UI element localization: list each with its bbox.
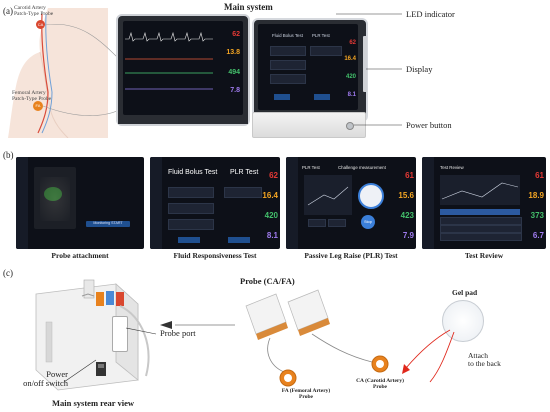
s3-value-1: 61 [405,171,414,180]
fa-badge: FA [33,101,43,111]
panel-b-letter: (b) [3,150,14,160]
callout-lines [336,13,402,126]
probe-port-label: Probe port [160,328,196,338]
main-monitor-side: Fluid Bolus Test PLR Test 62 16.4 420 8.… [252,18,368,122]
s2-value-1: 62 [269,171,278,180]
main-system-label: Main system [224,2,273,12]
screen-probe-attachment: Monitoring START [16,157,144,249]
panel-a-letter: (a) [3,6,13,16]
gel-pad [442,300,484,342]
test-review-title: Test Review [440,165,464,170]
s4-value-1: 61 [535,171,544,180]
ca-badge: CA [36,20,45,29]
stop-button[interactable]: Stop [361,215,375,229]
panel-c-lines [63,321,235,383]
value-3: 494 [228,69,240,76]
plr-timer-dial [358,183,384,209]
screen-test-review: Test Review 61 18.9 373 6.7 [422,157,546,249]
tab-plr[interactable]: PLR Test [230,169,259,176]
value-2: 13.8 [226,49,240,56]
side-monitor-screen: Fluid Bolus Test PLR Test 62 16.4 420 8.… [258,24,358,110]
probes-illustration [245,289,389,387]
ca-probe-label: CA (Carotid Artery) Probe [356,378,404,390]
probe-title: Probe (CA/FA) [240,276,295,286]
waveforms [125,31,213,90]
s2-value-3: 420 [264,211,278,220]
power-button-label: Power button [406,120,452,130]
s3-value-4: 7.9 [402,231,414,240]
caption-plr-test: Passive Leg Raise (PLR) Test [304,251,398,260]
side-tab-fluid-bolus: Fluid Bolus Test [272,33,303,38]
side-value-2: 16.4 [344,56,356,62]
side-tab-plr: PLR Test [312,33,330,38]
screen-fluid-responsiveness: Fluid Bolus Test PLR Test 62 16.4 420 8.… [150,157,280,249]
screen-plr-test: PLR Test Challenge measurement Stop 61 1… [286,157,416,249]
s3-value-3: 423 [400,211,414,220]
s4-value-4: 6.7 [532,231,544,240]
value-1: 62 [232,31,240,38]
attach-label: Attach to the back [468,351,501,368]
led-indicator-label: LED indicator [406,9,455,19]
panel-c-letter: (c) [3,268,13,278]
value-4: 7.8 [230,87,240,94]
main-monitor-screen: 62 13.8 494 7.8 [123,21,243,115]
display-label: Display [406,64,433,74]
caption-fluid-responsiveness: Fluid Responsiveness Test [173,251,257,260]
side-value-4: 8.1 [347,92,356,98]
s3-value-2: 15.6 [398,191,414,200]
power-button-knob[interactable] [346,122,354,130]
side-value-3: 420 [345,74,356,80]
tab-fluid-bolus[interactable]: Fluid Bolus Test [168,169,218,176]
s4-value-3: 373 [530,211,544,220]
rear-view-caption: Main system rear view [52,398,135,408]
plr-title-left: PLR Test [302,165,320,170]
fa-probe-label: FA (Femoral Artery) Probe [281,388,331,400]
caption-test-review: Test Review [464,251,504,260]
monitoring-start-button[interactable]: Monitoring START [86,221,130,227]
femoral-probe-label: Femoral Artery Patch-Type Probe [12,90,52,102]
s4-value-2: 18.9 [528,191,544,200]
power-switch-label: Power on/off switch [23,369,68,388]
ultrasound-view [34,167,76,229]
attach-arrows [402,329,455,383]
side-value-1: 62 [349,40,356,46]
caption-probe-attachment: Probe attachment [51,251,109,260]
gel-pad-label: Gel pad [452,288,478,297]
s2-value-2: 16.4 [262,191,278,200]
carotid-probe-label: Carotid Artery Patch-Type Probe [14,5,54,17]
main-monitor-front: 62 13.8 494 7.8 [116,14,250,126]
plr-title-right: Challenge measurement [338,165,386,170]
s2-value-4: 8.1 [266,231,278,240]
probe-port[interactable] [112,316,128,352]
rear-view-device [35,279,150,391]
